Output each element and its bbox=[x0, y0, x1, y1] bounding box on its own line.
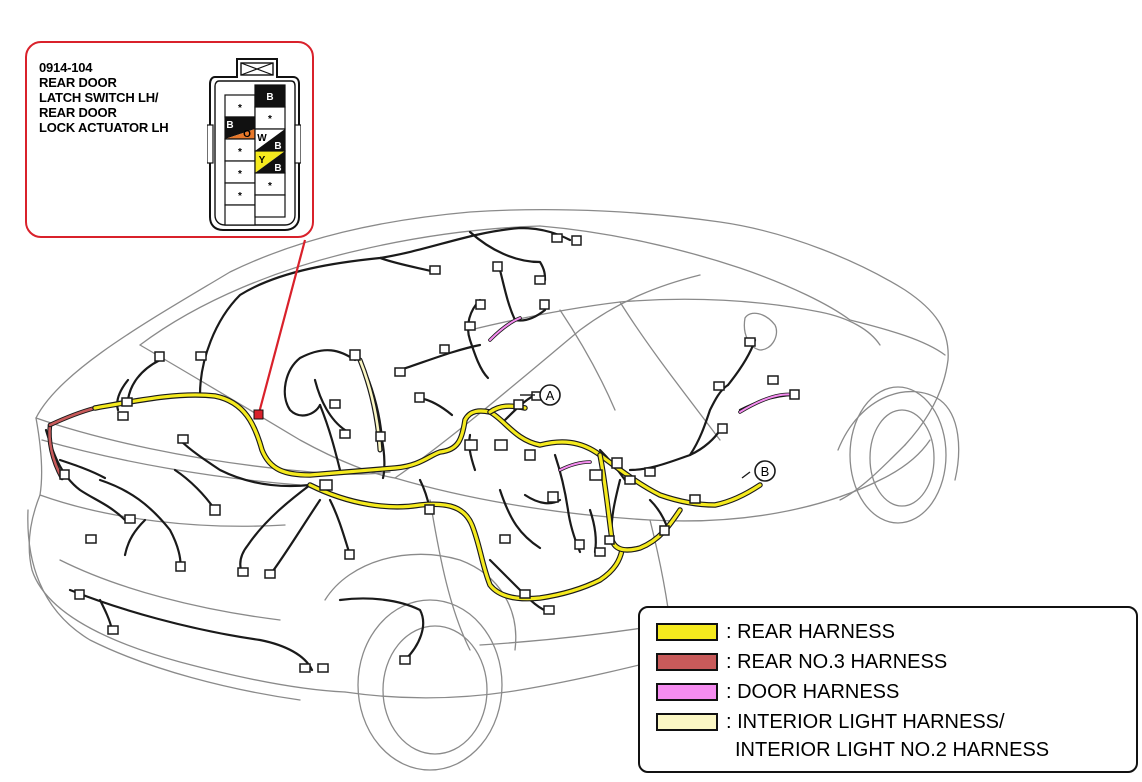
pin-right-5: * bbox=[268, 181, 272, 192]
connector-name-line-4: LOCK ACTUATOR LH bbox=[39, 120, 169, 135]
marker-b-label: B bbox=[761, 464, 770, 479]
legend-label-continuation: INTERIOR LIGHT NO.2 HARNESS bbox=[735, 739, 1050, 761]
rear-no3-harness-wiring bbox=[47, 405, 98, 481]
legend-label: : REAR HARNESS bbox=[726, 620, 895, 643]
legend-swatch bbox=[656, 653, 718, 671]
legend-item-door-harness: : DOOR HARNESS bbox=[656, 680, 899, 704]
rear-harness-wiring bbox=[92, 357, 763, 602]
black-wiring bbox=[44, 226, 797, 672]
callout-leader-line bbox=[257, 239, 307, 414]
connector-name-line-2: LATCH SWITCH LH/ bbox=[39, 90, 159, 105]
marker-b: B bbox=[754, 460, 776, 482]
pin-right-1: B bbox=[266, 92, 273, 103]
marker-a-label: A bbox=[546, 388, 555, 403]
pin-left-2b: O bbox=[243, 129, 251, 140]
legend-item-rear-harness: : REAR HARNESS bbox=[656, 620, 895, 644]
legend-label: : REAR NO.3 HARNESS bbox=[726, 650, 948, 673]
connector-label: 0914-104 REAR DOOR LATCH SWITCH LH/ REAR… bbox=[39, 60, 169, 135]
pin-right-4a: Y bbox=[259, 155, 266, 166]
pin-left-2: B bbox=[226, 120, 233, 131]
pin-left-4: * bbox=[238, 169, 242, 180]
vehicle-outline bbox=[27, 208, 960, 771]
legend-swatch bbox=[656, 623, 718, 641]
connector-callout: 0914-104 REAR DOOR LATCH SWITCH LH/ REAR… bbox=[25, 41, 314, 238]
connector-pinout: * B O * * * B * W B Y B * bbox=[207, 58, 301, 231]
pin-right-3b: B bbox=[274, 141, 281, 152]
pin-right-4b: B bbox=[274, 163, 281, 174]
pin-right-3a: W bbox=[257, 133, 267, 144]
pin-left-1: * bbox=[238, 103, 242, 114]
marker-a: A bbox=[539, 384, 561, 406]
harness-legend: : REAR HARNESS : REAR NO.3 HARNESS : DOO… bbox=[638, 606, 1138, 773]
legend-swatch bbox=[656, 683, 718, 701]
legend-item-interior-light-harness: : INTERIOR LIGHT HARNESS/ bbox=[656, 710, 1005, 734]
connector-location-marker bbox=[253, 409, 264, 420]
connector-name-line-3: REAR DOOR bbox=[39, 105, 117, 120]
legend-label: : INTERIOR LIGHT HARNESS/ bbox=[726, 710, 1005, 733]
legend-label: : DOOR HARNESS bbox=[726, 680, 900, 703]
legend-swatch bbox=[656, 713, 718, 731]
legend-item-rear-no3-harness: : REAR NO.3 HARNESS bbox=[656, 650, 947, 674]
connector-name-line-1: REAR DOOR bbox=[39, 75, 117, 90]
pin-left-5: * bbox=[238, 191, 242, 202]
pin-right-2: * bbox=[268, 114, 272, 125]
connector-code: 0914-104 bbox=[39, 60, 93, 75]
pin-left-3: * bbox=[238, 147, 242, 158]
